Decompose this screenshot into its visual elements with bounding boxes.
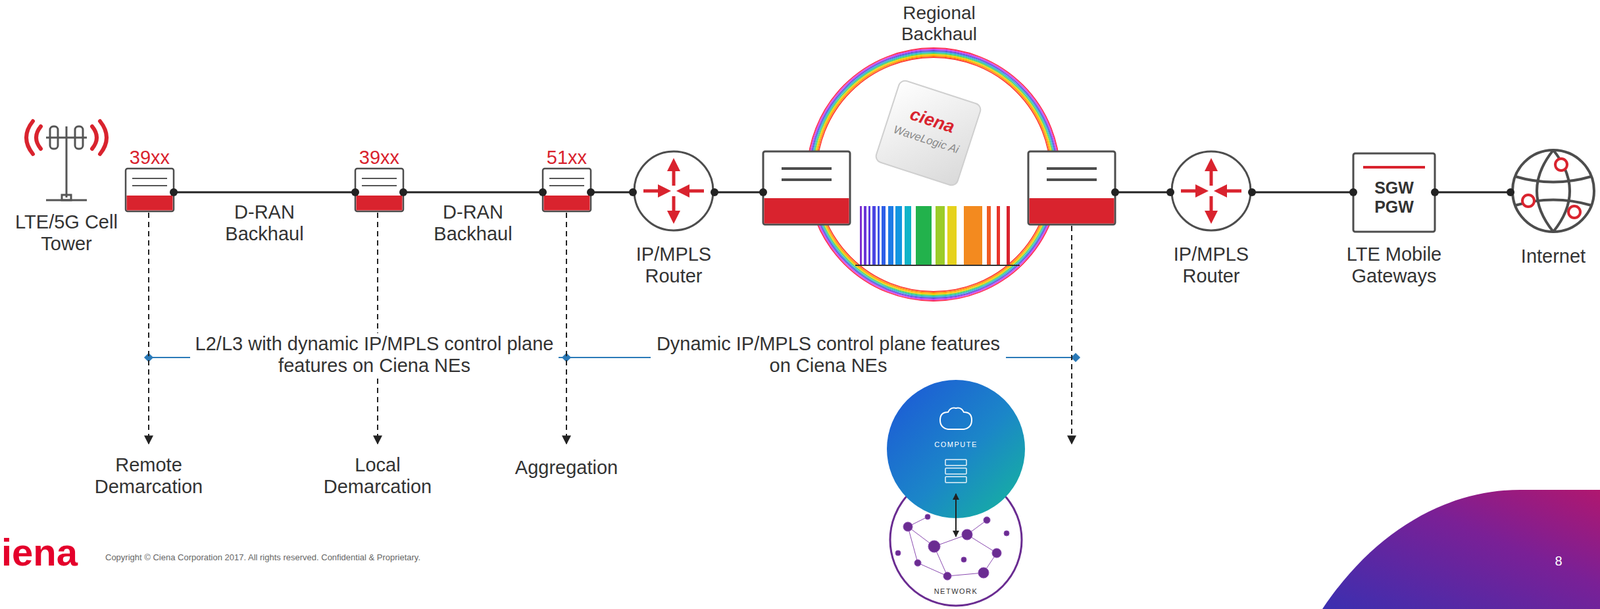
text-holder: SGW PGW [1370,162,1418,232]
port-dot [538,188,547,197]
page-number: 8 [1554,553,1562,568]
port-dot [399,188,408,197]
node-text: 39xx [359,146,400,168]
gateway-node: SGW PGWLTE Mobile Gateways [1353,153,1435,232]
text-holder: 51xx [530,146,604,169]
circle-caption: NETWORK [934,586,979,595]
node-text: Internet [1521,245,1586,267]
copyright-note: Copyright © Ciena Corporation 2017. All … [105,551,421,562]
text-holder: LTE Mobile Gateways [1334,243,1454,288]
port-dot [759,188,768,197]
port-dot [586,188,595,197]
text-holder: 39xx [343,146,416,169]
label-holder: L2/L3 with dynamic IP/MPLS control plane… [190,332,559,377]
link-line [1434,191,1511,194]
label-holder: Copyright © Ciena Corporation 2017. All … [105,552,698,563]
port-dot [1166,188,1175,197]
label-holder: Aggregation [494,456,639,479]
wavelogic-chip: cienaWaveLogic Ai [874,78,983,187]
node-text: IP/MPLS Router [636,243,712,287]
link-line [714,191,764,194]
node-text: IP/MPLS Router [1173,243,1249,287]
label-holder: NETWORK [913,586,999,596]
demarcation-device [125,168,591,212]
label-holder: iena [1,530,94,575]
gateway-box [1353,153,1435,232]
internet-node: Internet [1510,148,1597,234]
label-holder: Local Demarcation [305,453,450,499]
demarcation-label: Remote Demarcation [94,453,203,497]
internet-globe [1512,150,1595,232]
link-line [403,191,543,194]
text-holder: 39xx [113,146,187,169]
text-holder: IP/MPLS Router [617,243,730,288]
demarcation-label: Local Demarcation [323,453,432,497]
brand-logo: iena [1,530,78,574]
edge-label: D-RAN Backhaul [225,201,304,245]
node-text: 39xx [129,146,170,168]
regional-backhaul: Regional Backhaul cienaWaveLogic Ai [763,0,1116,302]
optical-platform [763,151,1116,225]
node-text: LTE Mobile Gateways [1346,243,1443,287]
port-dot [1506,188,1515,197]
control-plane-note: L2/L3 with dynamic IP/MPLS control plane… [190,332,559,377]
edge-label-holder: D-RAN Backhaul [423,201,523,246]
edge-label: D-RAN Backhaul [433,201,512,245]
port-dot [628,188,637,197]
edge-label-holder: D-RAN Backhaul [215,201,314,246]
spectrum-bars [855,205,1020,266]
node-text: 51xx [546,146,587,168]
link-line [1251,191,1354,194]
control-plane-note: Dynamic IP/MPLS control plane features o… [650,332,1006,377]
port-dot [710,188,719,197]
port-dot [1430,188,1439,197]
node-text: LTE/5G Cell Tower [15,211,118,254]
port-dot [351,188,360,197]
text-holder: IP/MPLS Router [1155,243,1268,288]
port-dot [1111,188,1120,197]
aggregation-device: 51xx [542,168,591,212]
label-holder: COMPUTE [913,440,999,449]
text-holder: Internet [1500,245,1600,268]
router-node: IP/MPLS Router [1170,150,1252,232]
brand-swoosh [1322,489,1600,609]
router-node: IP/MPLS Router [632,150,715,232]
cell-tower-icon [26,121,107,200]
compute-network-arrow [955,493,957,537]
demarcation-device: 39xx [355,168,404,212]
label-holder: Remote Demarcation [76,453,222,499]
cell-tower: LTE/5G Cell Tower [22,121,111,202]
text-holder: LTE/5G Cell Tower [0,211,133,256]
node-text: Regional Backhaul [901,2,977,45]
text-holder: Regional Backhaul [883,2,996,45]
wavelogic-chip [874,78,983,187]
port-dot [1248,188,1256,197]
circle-caption: COMPUTE [934,440,978,449]
label-holder: Dynamic IP/MPLS control plane features o… [650,332,1006,377]
demarcation-label: Aggregation [515,456,618,478]
label-holder: 8 [1545,553,1572,569]
link-line [590,191,633,194]
port-dot [1349,188,1358,197]
port-dot [169,188,178,197]
link-line [173,191,356,194]
demarcation-device: 39xx [125,168,174,212]
node-text: SGW PGW [1370,178,1418,217]
link-line [1115,191,1171,194]
